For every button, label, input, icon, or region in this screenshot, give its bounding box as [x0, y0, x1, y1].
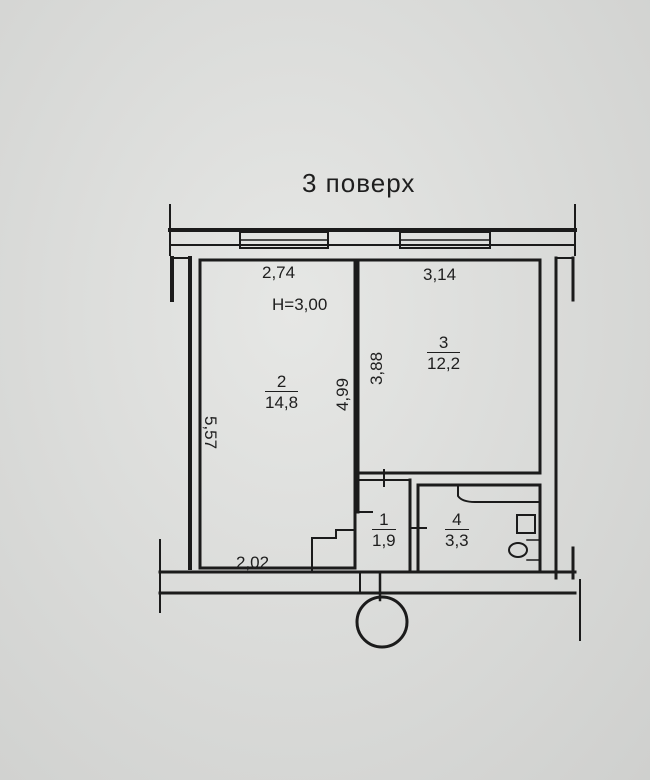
room-1-label: 1 1,9	[372, 511, 396, 549]
ceiling-height: Н=3,00	[272, 295, 328, 314]
entrance-notch	[311, 529, 356, 573]
room-2-number: 2	[276, 372, 287, 391]
room-4-label: 4 3,3	[445, 511, 469, 549]
dim-room3-top: 3,14	[423, 265, 457, 284]
dim-room2-left: 5,57	[201, 415, 221, 450]
dim-room2-bottom: 2,02	[236, 553, 270, 572]
floor-title: 3 поверх	[302, 168, 416, 198]
room-4-number: 4	[452, 510, 462, 529]
toilet	[508, 542, 528, 558]
room-4-area: 3,3	[445, 529, 469, 550]
room-3-number: 3	[438, 333, 449, 352]
room-4-outline	[416, 483, 542, 574]
room-2-label: 2 14,8	[265, 372, 299, 412]
room-3-area: 12,2	[427, 352, 461, 373]
room-2-outline	[198, 258, 357, 570]
dim-room2-top: 2,74	[262, 263, 296, 282]
dim-room2-right: 4,99	[333, 377, 353, 412]
sink	[516, 514, 536, 534]
entry-circle-icon	[355, 595, 409, 649]
room-1-area: 1,9	[372, 529, 396, 550]
room-3-outline	[356, 258, 542, 475]
dim-room3-left: 3,88	[367, 351, 387, 386]
bathtub	[457, 484, 541, 503]
room-1-number: 1	[379, 510, 389, 529]
room-2-area: 14,8	[265, 391, 299, 412]
room-3-label: 3 12,2	[427, 333, 461, 373]
